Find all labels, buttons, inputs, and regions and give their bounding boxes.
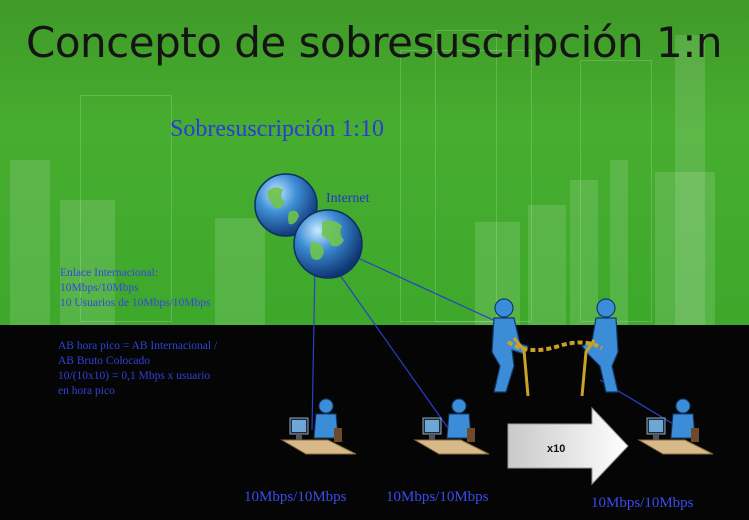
internet-label: Internet [326, 191, 370, 206]
ab-line: 10/(10x10) = 0,1 Mbps x usuario [58, 370, 211, 382]
green-background [0, 0, 749, 325]
enlace-line: 10Mbps/10Mbps [60, 282, 139, 294]
globe-icon [254, 173, 318, 237]
enlace-line: 10 Usuarios de 10Mbps/10Mbps [60, 297, 211, 309]
diagram-subtitle: Sobresuscripción 1:10 [170, 116, 384, 142]
arrow-icon [507, 406, 629, 486]
skyline-outline [435, 30, 497, 322]
dark-background [0, 325, 749, 520]
computer-user-icon [413, 398, 490, 455]
skyline-building [675, 35, 705, 325]
skyline-building [610, 160, 628, 325]
tug-of-war-icon [491, 298, 619, 397]
skyline-building [655, 172, 715, 325]
skyline-outline [400, 50, 532, 322]
skyline-building [60, 200, 115, 325]
globe-icon [293, 209, 363, 279]
ab-text: AB hora pico = AB Internacional / AB Bru… [58, 339, 217, 399]
computer-user-icon [637, 398, 714, 455]
skyline-building [10, 160, 50, 325]
bandwidth-label: 10Mbps/10Mbps [386, 489, 489, 505]
enlace-line: Enlace Internacional: [60, 267, 159, 279]
enlace-text: Enlace Internacional: 10Mbps/10Mbps 10 U… [60, 266, 210, 311]
computer-user-icon [280, 398, 357, 455]
bandwidth-label: 10Mbps/10Mbps [244, 489, 347, 505]
bandwidth-label: 10Mbps/10Mbps [591, 495, 694, 511]
skyline-outline [80, 95, 172, 322]
ab-line: en hora pico [58, 385, 115, 397]
skyline-building [570, 180, 598, 325]
skyline-building [215, 218, 265, 325]
ab-line: AB Bruto Colocado [58, 355, 150, 367]
ab-line: AB hora pico = AB Internacional / [58, 340, 218, 352]
page-title: Concepto de sobresuscripción 1:n [26, 18, 723, 67]
arrow-label: x10 [547, 443, 566, 455]
skyline-building [528, 205, 566, 325]
